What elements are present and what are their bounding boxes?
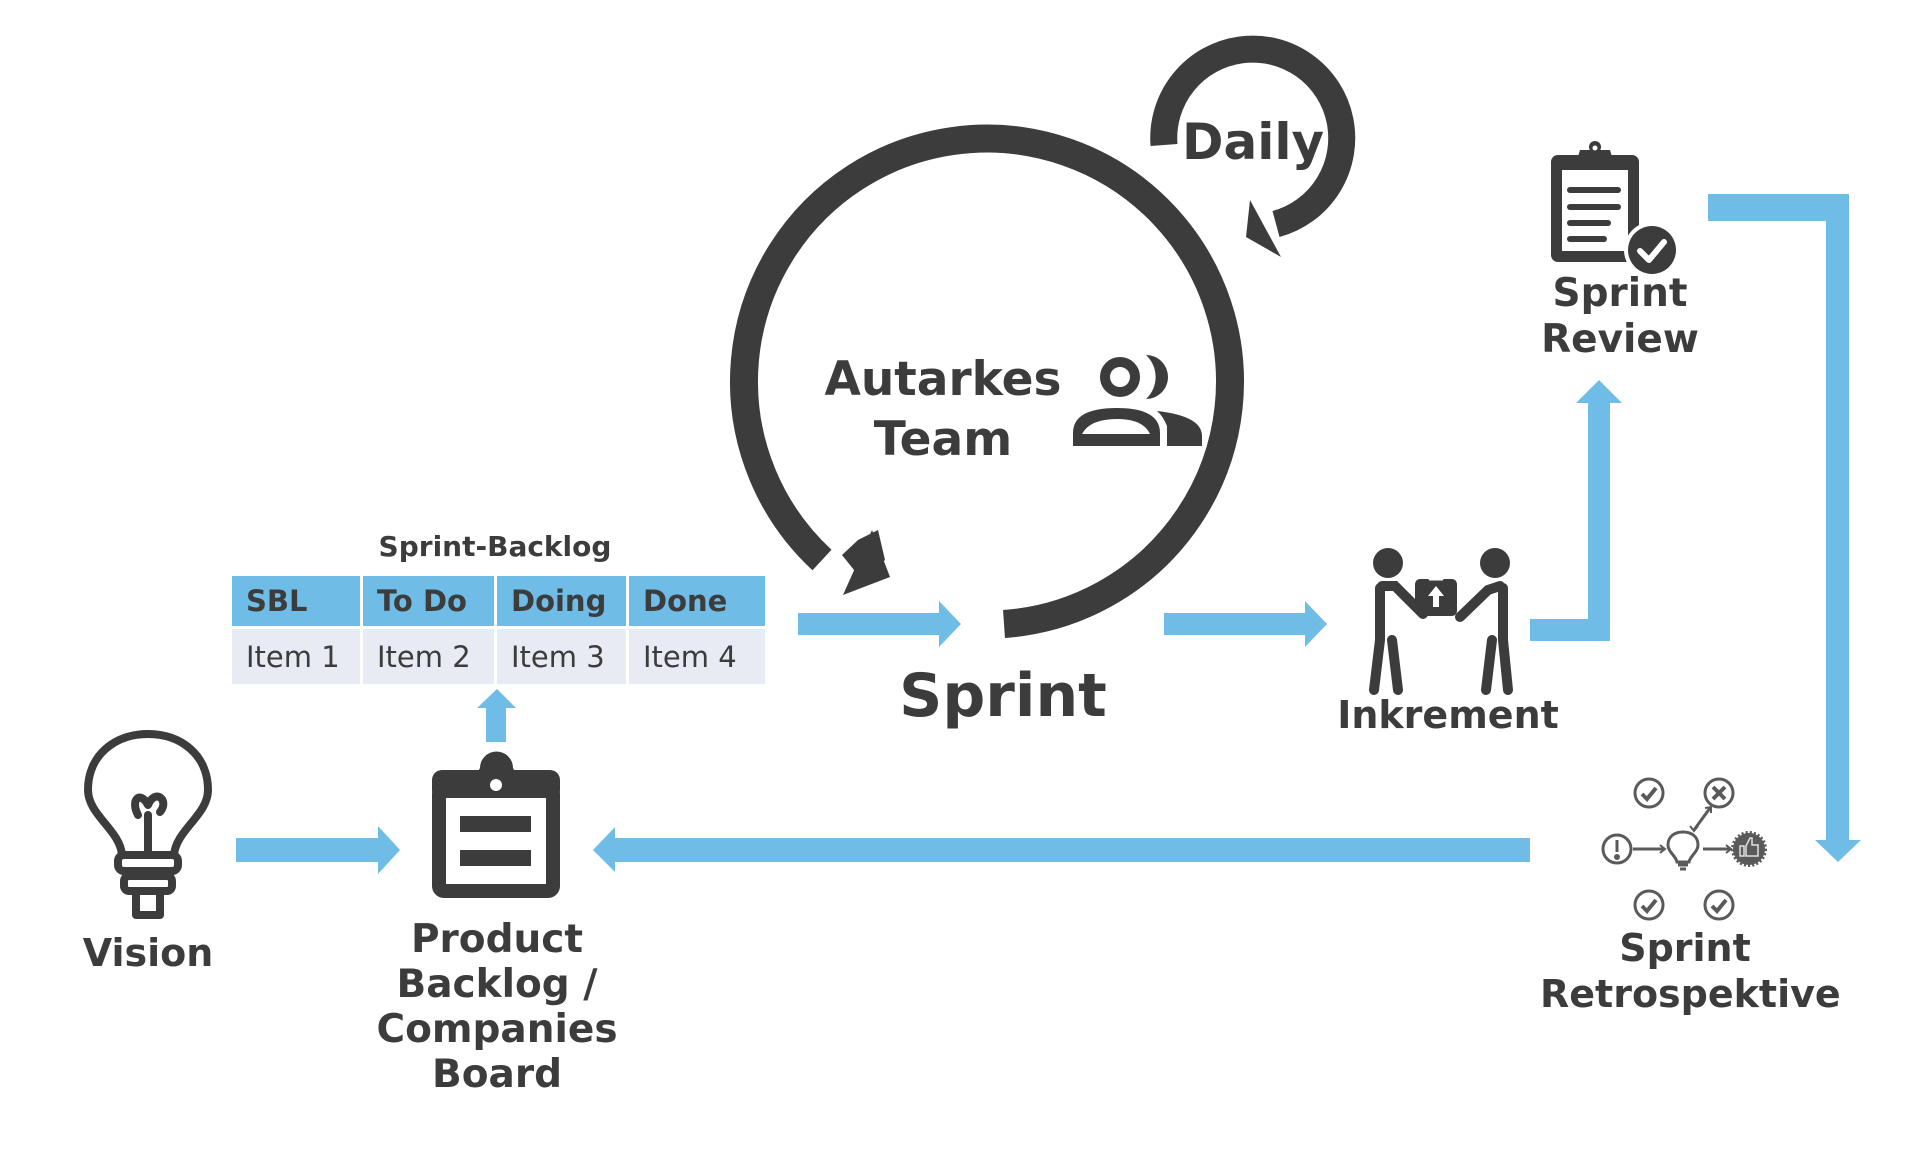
arrow-product-backlog-to-sprint-backlog (477, 689, 516, 742)
sprint-retrospective-label-line: Sprint (1619, 926, 1751, 970)
product-backlog-label: Product Backlog / Companies Board (367, 917, 627, 1097)
increment-label: Inkrement (1337, 693, 1559, 737)
sprint-backlog-table: SBL To Do Doing Done Item 1 Item 2 Item … (232, 576, 765, 687)
product-backlog-label-line: Backlog / (396, 962, 598, 1007)
table-header-row: SBL To Do Doing Done (232, 576, 765, 629)
column-header-todo: To Do (363, 576, 497, 629)
exclamation-circle-icon (1601, 833, 1633, 865)
column-header-sbl: SBL (232, 576, 363, 629)
column-header-doing: Doing (497, 576, 629, 629)
sprint-review-label-line: Sprint (1552, 271, 1688, 316)
table-cell: Item 2 (363, 629, 497, 687)
daily-label: Daily (1182, 113, 1325, 171)
sprint-review-label: Sprint Review (1520, 271, 1720, 363)
table-cell: Item 4 (629, 629, 765, 687)
arrow-vision-to-product-backlog (236, 826, 400, 874)
sprint-backlog-title: Sprint-Backlog (378, 530, 612, 563)
thumbs-up-badge-icon (1731, 831, 1767, 867)
product-backlog-label-line: Board (432, 1052, 562, 1097)
arrow-sprint-to-increment (1164, 601, 1327, 647)
arrow-review-to-retrospective (1708, 194, 1861, 862)
table-cell: Item 1 (232, 629, 363, 687)
team-label: Autarkes Team (812, 350, 1074, 470)
x-circle-icon (1703, 777, 1735, 809)
clipboard-check-icon (1551, 141, 1680, 278)
table-cell: Item 3 (497, 629, 629, 687)
team-label-line: Team (873, 412, 1013, 467)
lightbulb-icon (84, 730, 212, 919)
cycle-arrow-icon (730, 124, 1244, 638)
check-circle-icon (1703, 889, 1735, 921)
clipboard-icon (432, 751, 560, 898)
handover-package-icon (1369, 548, 1513, 695)
lightbulb-icon (1666, 830, 1700, 871)
column-header-done: Done (629, 576, 765, 629)
team-icon (1073, 355, 1202, 446)
product-backlog-label-line: Companies (376, 1007, 618, 1052)
sprint-review-label-line: Review (1541, 317, 1699, 362)
sprint-retrospective-label-line: Retrospektive (1540, 972, 1841, 1016)
arrow-sprint-backlog-to-sprint (798, 601, 961, 647)
check-circle-icon (1633, 889, 1665, 921)
product-backlog-label-line: Product (410, 917, 584, 962)
arrow-increment-to-review (1530, 380, 1622, 641)
arrow-retrospective-to-product-backlog (593, 827, 1530, 872)
check-circle-icon (1633, 777, 1665, 809)
sprint-retrospective-label: Sprint Retrospektive (1540, 925, 1841, 1017)
table-row: Item 1 Item 2 Item 3 Item 4 (232, 629, 765, 687)
team-label-line: Autarkes (824, 352, 1062, 407)
daily-cycle-arrow-icon (1150, 35, 1356, 257)
vision-label: Vision (82, 931, 214, 975)
sprint-label: Sprint (899, 661, 1107, 731)
retrospective-network-icon (1601, 777, 1767, 921)
